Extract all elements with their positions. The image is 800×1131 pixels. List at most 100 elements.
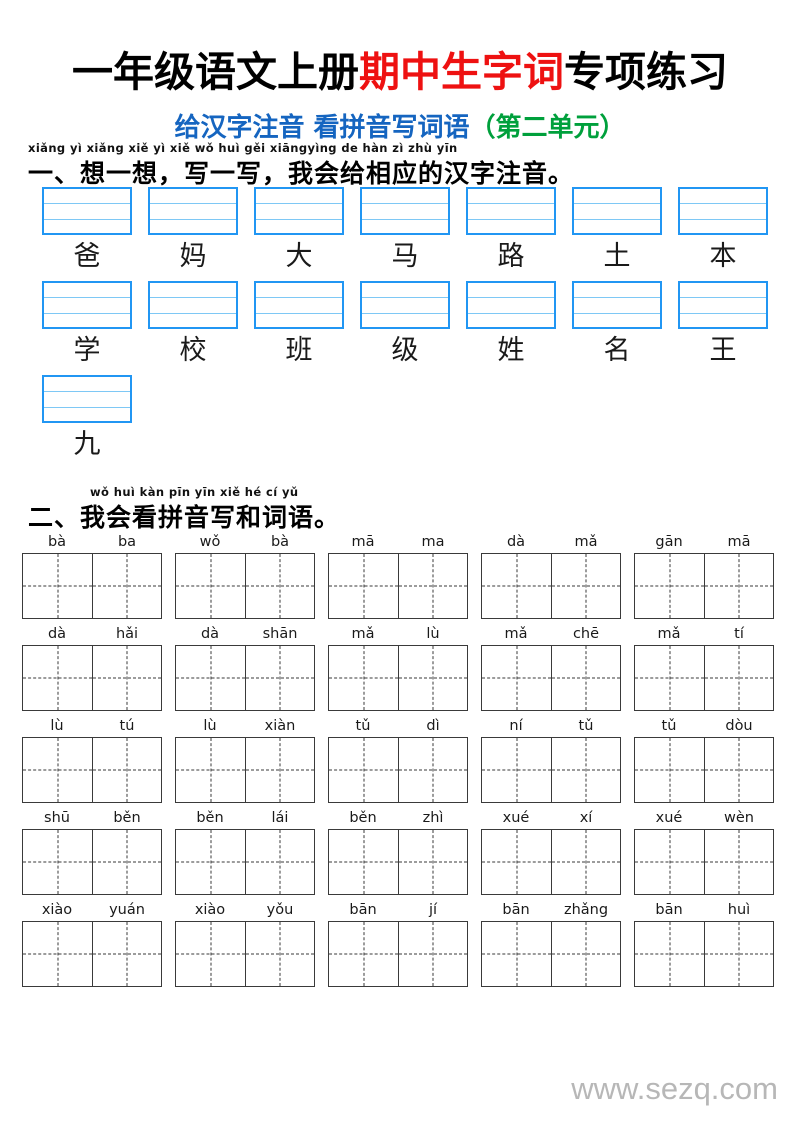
tianzige-cell[interactable] — [176, 738, 245, 802]
tianzige-cell[interactable] — [635, 830, 704, 894]
tianzige-box[interactable] — [328, 645, 468, 711]
tianzige-cell[interactable] — [23, 830, 92, 894]
pinyin-writing-box[interactable] — [42, 281, 132, 329]
tianzige-box[interactable] — [22, 829, 162, 895]
tianzige-box[interactable] — [634, 829, 774, 895]
pinyin-writing-box[interactable] — [360, 281, 450, 329]
tianzige-cell[interactable] — [635, 922, 704, 986]
tianzige-cell[interactable] — [329, 554, 398, 618]
pinyin-syllable: chē — [572, 626, 600, 642]
pinyin-writing-box[interactable] — [254, 187, 344, 235]
tianzige-cell[interactable] — [398, 554, 467, 618]
tianzige-cell[interactable] — [176, 830, 245, 894]
tianzige-cell[interactable] — [245, 646, 314, 710]
tianzige-box[interactable] — [634, 553, 774, 619]
pinyin-writing-box[interactable] — [678, 187, 768, 235]
tianzige-cell[interactable] — [23, 554, 92, 618]
tianzige-cell[interactable] — [398, 646, 467, 710]
pinyin-writing-box[interactable] — [42, 375, 132, 423]
tianzige-box[interactable] — [175, 645, 315, 711]
tianzige-box[interactable] — [328, 829, 468, 895]
tianzige-box[interactable] — [481, 553, 621, 619]
tianzige-box[interactable] — [481, 921, 621, 987]
tianzige-cell[interactable] — [23, 922, 92, 986]
tianzige-box[interactable] — [481, 829, 621, 895]
tianzige-box[interactable] — [175, 553, 315, 619]
horizontal-dash-guide — [552, 585, 620, 587]
tianzige-cell[interactable] — [482, 922, 551, 986]
hanzi-character: 大 — [285, 241, 313, 272]
tianzige-cell[interactable] — [23, 646, 92, 710]
tianzige-cell[interactable] — [551, 646, 620, 710]
tianzige-cell[interactable] — [23, 738, 92, 802]
tianzige-box[interactable] — [175, 737, 315, 803]
tianzige-cell[interactable] — [176, 922, 245, 986]
tianzige-cell[interactable] — [704, 646, 773, 710]
tianzige-cell[interactable] — [176, 554, 245, 618]
section-one-heading: xiǎng yì xiǎng xiě yì xiě wǒ huì gěi xiā… — [28, 141, 800, 188]
tianzige-box[interactable] — [175, 921, 315, 987]
horizontal-dash-guide — [176, 769, 245, 771]
tianzige-cell[interactable] — [92, 554, 161, 618]
pinyin-writing-box[interactable] — [148, 187, 238, 235]
pinyin-writing-box[interactable] — [466, 281, 556, 329]
pinyin-writing-box[interactable] — [42, 187, 132, 235]
tianzige-cell[interactable] — [329, 922, 398, 986]
tianzige-cell[interactable] — [245, 922, 314, 986]
tianzige-cell[interactable] — [551, 922, 620, 986]
tianzige-cell[interactable] — [635, 738, 704, 802]
tianzige-cell[interactable] — [329, 830, 398, 894]
pinyin-writing-box[interactable] — [572, 281, 662, 329]
tianzige-box[interactable] — [634, 645, 774, 711]
tianzige-cell[interactable] — [635, 646, 704, 710]
tianzige-cell[interactable] — [92, 922, 161, 986]
tianzige-box[interactable] — [328, 737, 468, 803]
pinyin-writing-box[interactable] — [572, 187, 662, 235]
tianzige-box[interactable] — [175, 829, 315, 895]
tianzige-cell[interactable] — [551, 738, 620, 802]
tianzige-cell[interactable] — [245, 830, 314, 894]
tianzige-box[interactable] — [22, 553, 162, 619]
tianzige-cell[interactable] — [398, 830, 467, 894]
tianzige-cell[interactable] — [92, 830, 161, 894]
tianzige-cell[interactable] — [704, 554, 773, 618]
tianzige-box[interactable] — [481, 737, 621, 803]
tianzige-box[interactable] — [634, 737, 774, 803]
tianzige-cell[interactable] — [329, 738, 398, 802]
tianzige-cell[interactable] — [635, 554, 704, 618]
tianzige-cell[interactable] — [482, 646, 551, 710]
tianzige-box[interactable] — [22, 737, 162, 803]
tianzige-box[interactable] — [481, 645, 621, 711]
tianzige-box[interactable] — [22, 921, 162, 987]
tianzige-cell[interactable] — [398, 738, 467, 802]
tianzige-box[interactable] — [634, 921, 774, 987]
tianzige-cell[interactable] — [482, 738, 551, 802]
tianzige-box[interactable] — [328, 921, 468, 987]
tianzige-cell[interactable] — [329, 646, 398, 710]
tianzige-cell[interactable] — [92, 646, 161, 710]
tianzige-cell[interactable] — [551, 554, 620, 618]
tianzige-box[interactable] — [22, 645, 162, 711]
tianzige-cell[interactable] — [245, 554, 314, 618]
tianzige-cell[interactable] — [245, 738, 314, 802]
pinyin-writing-box[interactable] — [466, 187, 556, 235]
tianzige-cell[interactable] — [704, 830, 773, 894]
pinyin-writing-box[interactable] — [678, 281, 768, 329]
section-one-pinyin: xiǎng yì xiǎng xiě yì xiě wǒ huì gěi xiā… — [28, 141, 458, 155]
tianzige-cell[interactable] — [482, 830, 551, 894]
tianzige-cell[interactable] — [551, 830, 620, 894]
tianzige-cell[interactable] — [704, 738, 773, 802]
tianzige-cell[interactable] — [176, 646, 245, 710]
pinyin-writing-box[interactable] — [148, 281, 238, 329]
hanzi-character: 妈 — [179, 241, 207, 272]
horizontal-dash-guide — [93, 953, 161, 955]
pinyin-writing-box[interactable] — [360, 187, 450, 235]
tianzige-cell[interactable] — [704, 922, 773, 986]
tianzige-cell[interactable] — [482, 554, 551, 618]
pinyin-syllable: wèn — [724, 810, 754, 826]
tianzige-cell[interactable] — [92, 738, 161, 802]
tianzige-cell[interactable] — [398, 922, 467, 986]
pinyin-writing-box[interactable] — [254, 281, 344, 329]
tianzige-box[interactable] — [328, 553, 468, 619]
